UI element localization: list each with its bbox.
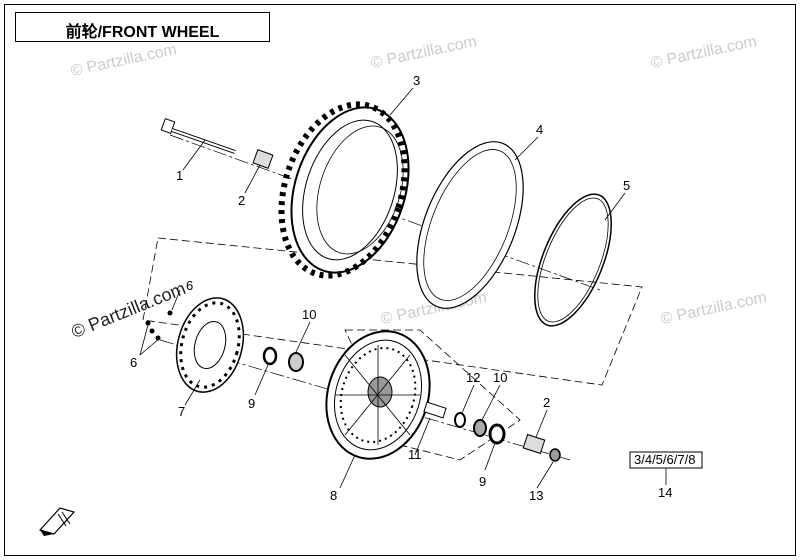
brake-disc — [175, 297, 245, 393]
disc-bolts — [145, 310, 173, 341]
callout-11: 11 — [408, 447, 422, 462]
axle-bolt — [160, 118, 236, 154]
callout-14: 14 — [658, 485, 672, 500]
diagram-frame — [4, 4, 796, 556]
oil-seal — [262, 346, 278, 366]
callout-2: 2 — [238, 193, 245, 208]
oil-seal — [488, 423, 506, 445]
kit-box — [629, 451, 703, 469]
inner-tube-inner — [423, 149, 517, 301]
spacer — [252, 149, 274, 169]
axle-nut — [549, 448, 561, 462]
callout-8: 8 — [330, 488, 337, 503]
callout-9: 9 — [248, 396, 255, 411]
title-box: 前轮/FRONT WHEEL — [15, 12, 270, 42]
callout-6: 6 — [186, 278, 193, 293]
bearing — [473, 419, 487, 437]
callout-1: 1 — [176, 168, 183, 183]
front-direction-arrow-icon — [38, 507, 76, 536]
callout-12: 12 — [466, 370, 480, 385]
callout-5: 5 — [623, 178, 630, 193]
rim-strip — [534, 193, 612, 327]
callout-13: 13 — [529, 488, 543, 503]
diagram-title: 前轮/FRONT WHEEL — [65, 24, 220, 41]
callout-7: 7 — [178, 404, 185, 419]
circlip — [454, 412, 466, 428]
callout-9: 9 — [479, 474, 486, 489]
kit-box-label: 3/4/5/6/7/8 — [634, 452, 695, 467]
callout-6: 6 — [130, 355, 137, 370]
callout-2: 2 — [543, 395, 550, 410]
wheel-rim — [325, 330, 431, 460]
spacer — [522, 433, 546, 455]
bearing — [288, 352, 304, 372]
callout-10: 10 — [493, 370, 507, 385]
axle-centerline — [169, 134, 601, 291]
leader-lines — [139, 87, 667, 489]
callout-3: 3 — [413, 73, 420, 88]
inner-tube — [416, 141, 524, 309]
rim-strip-inner — [537, 197, 609, 323]
callout-4: 4 — [536, 122, 543, 137]
tire — [278, 101, 410, 279]
collar — [423, 401, 447, 419]
callout-10: 10 — [302, 307, 316, 322]
